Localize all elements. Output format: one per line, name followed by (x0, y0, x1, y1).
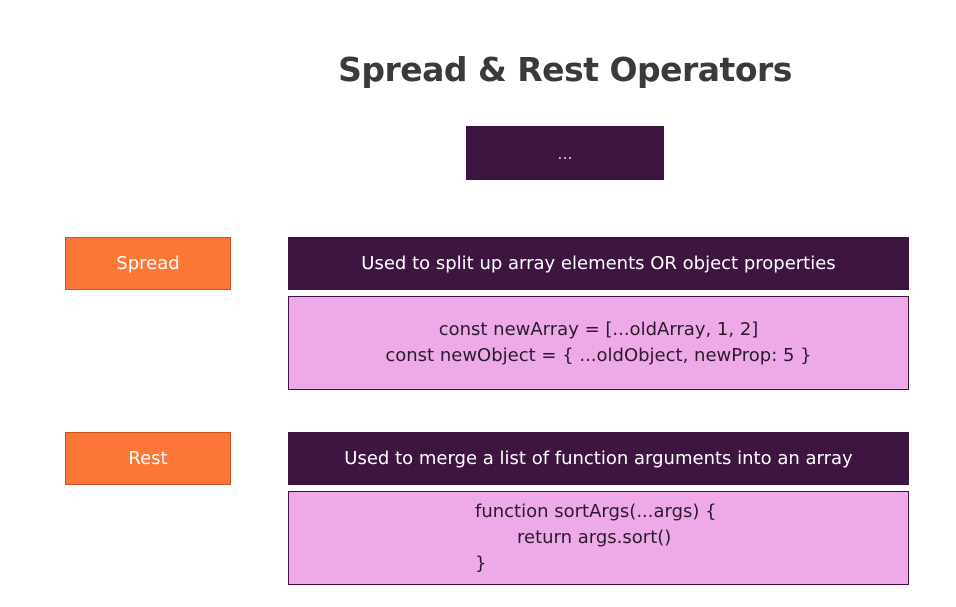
rest-description: Used to merge a list of function argumen… (344, 448, 853, 469)
spread-label-box: Spread (65, 237, 231, 290)
spread-code-line: const newObject = { ...oldObject, newPro… (385, 345, 812, 366)
spread-code-line: const newArray = [...oldArray, 1, 2] (438, 319, 759, 340)
spread-label: Spread (116, 253, 180, 274)
operator-symbol: ... (557, 143, 573, 163)
rest-label: Rest (128, 448, 168, 469)
page-title: Spread & Rest Operators (338, 50, 792, 89)
rest-code-block: function sortArgs(...args) { return args… (475, 499, 725, 577)
rest-code-line: } (475, 553, 487, 574)
rest-code-box: function sortArgs(...args) { return args… (288, 491, 909, 585)
spread-description: Used to split up array elements OR objec… (361, 253, 836, 274)
spread-code-box: const newArray = [...oldArray, 1, 2] con… (288, 296, 909, 390)
rest-description-box: Used to merge a list of function argumen… (288, 432, 909, 485)
spread-description-box: Used to split up array elements OR objec… (288, 237, 909, 290)
rest-label-box: Rest (65, 432, 231, 485)
rest-code-line: return args.sort() (517, 527, 672, 548)
rest-code-line: function sortArgs(...args) { (475, 501, 717, 522)
operator-symbol-box: ... (466, 126, 664, 180)
